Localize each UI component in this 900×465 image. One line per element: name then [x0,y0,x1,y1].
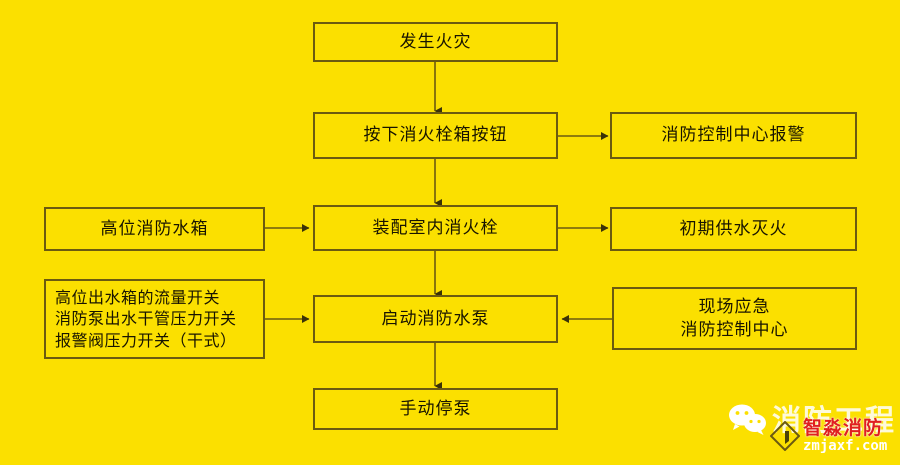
node-assemble-hydrant-label: 装配室内消火栓 [372,217,499,238]
node-onsite-emergency: 现场应急 消防控制中心 [612,287,857,350]
brand-text-group: 智淼消防 zmjaxf.com [803,417,888,454]
diamond-logo-icon [770,421,800,452]
node-switches-line-3: 报警阀压力开关（干式） [55,330,237,350]
node-high-tank-label: 高位消防水箱 [100,218,209,239]
node-control-center-alarm: 消防控制中心报警 [610,112,857,159]
node-switches-line-2: 消防泵出水干管压力开关 [55,309,237,329]
brand-badge: 智淼消防 zmjaxf.com [770,417,888,454]
wechat-icon [729,404,766,435]
node-control-center-alarm-label: 消防控制中心报警 [661,125,806,146]
node-press-button-label: 按下消火栓箱按钮 [363,125,508,146]
node-start-pump-label: 启动消防水泵 [381,308,490,329]
node-onsite-emergency-line-1: 现场应急 [698,296,771,317]
node-fire-label: 发生火灾 [399,31,472,52]
node-initial-supply: 初期供水灭火 [610,207,857,251]
node-manual-stop: 手动停泵 [313,388,558,430]
watermark: 消防工程 智淼消防 zmjaxf.com [724,389,894,463]
brand-name: 智淼消防 [803,417,884,439]
node-switches-line-1: 高位出水箱的流量开关 [55,287,221,307]
node-initial-supply-label: 初期供水灭火 [679,218,788,239]
node-press-button: 按下消火栓箱按钮 [313,112,558,159]
watermark-background-text: 消防工程 [772,403,897,437]
node-fire: 发生火灾 [313,22,558,62]
node-switches: 高位出水箱的流量开关 消防泵出水干管压力开关 报警阀压力开关（干式） [44,279,265,359]
node-start-pump: 启动消防水泵 [313,295,558,343]
node-manual-stop-label: 手动停泵 [399,398,472,419]
brand-url: zmjaxf.com [803,437,888,454]
node-onsite-emergency-line-2: 消防控制中心 [680,319,789,340]
node-assemble-hydrant: 装配室内消火栓 [313,205,558,251]
node-high-tank: 高位消防水箱 [44,207,265,251]
